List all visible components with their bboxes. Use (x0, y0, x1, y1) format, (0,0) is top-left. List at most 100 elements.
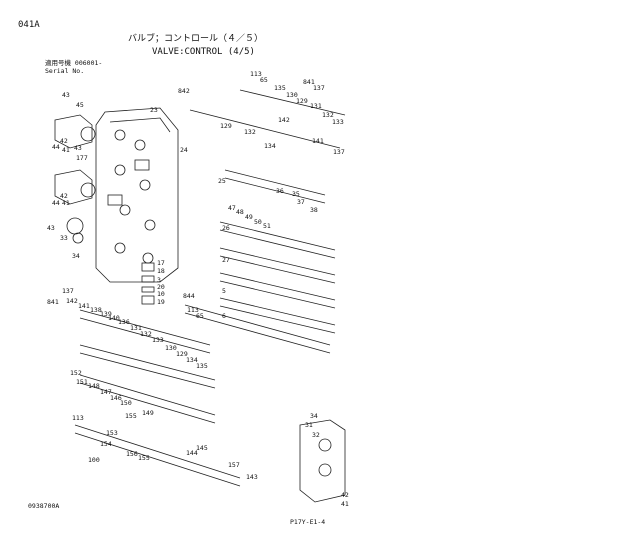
part-label: 65 (260, 76, 268, 84)
part-label: 155 (125, 412, 137, 420)
part-label: 156 (126, 450, 138, 458)
part-label: 129 (220, 122, 232, 130)
part-label: 141 (78, 302, 90, 310)
part-label: 44 (52, 199, 60, 207)
part-label: 130 (286, 91, 298, 99)
part-label: 131 (310, 102, 322, 110)
part-label: 155 (138, 454, 150, 462)
part-number-labels: 43 45 42 44 41 43 177 42 44 41 43 33 34 … (47, 70, 349, 508)
drawing-id: 0938700A (28, 502, 60, 510)
part-label: 34 (72, 252, 80, 260)
part-label: 44 (52, 143, 60, 151)
title-english: VALVE:CONTROL (4/5) (152, 47, 255, 57)
part-label: 144 (186, 449, 198, 457)
part-label: 147 (100, 388, 112, 396)
part-label: 32 (312, 431, 320, 439)
part-label: 6 (222, 312, 226, 320)
part-label: 129 (176, 350, 188, 358)
part-label: 41 (62, 199, 70, 207)
part-label: 45 (76, 101, 84, 109)
part-label: 154 (100, 440, 112, 448)
part-label: 136 (118, 318, 130, 326)
part-label: 150 (120, 399, 132, 407)
part-label: 42 (60, 137, 68, 145)
part-label: 65 (196, 312, 204, 320)
part-label: 33 (60, 234, 68, 242)
part-label: 132 (322, 111, 334, 119)
part-label: 18 (157, 267, 165, 275)
part-label: 36 (276, 187, 284, 195)
part-label: 130 (165, 344, 177, 352)
part-label: 5 (222, 287, 226, 295)
part-label: 35 (292, 190, 300, 198)
part-label: 50 (254, 218, 262, 226)
part-label: 17 (157, 259, 165, 267)
part-label: 37 (297, 198, 305, 206)
valve-body-drawing (95, 107, 179, 283)
lower-spool-drawings (74, 304, 331, 487)
part-label: 3 (157, 276, 161, 284)
part-label: 34 (310, 412, 318, 420)
center-spool-drawings (141, 262, 155, 305)
part-label: 132 (244, 128, 256, 136)
part-label: 25 (218, 177, 226, 185)
part-label: 149 (142, 409, 154, 417)
page-reference: P17Y-E1-4 (290, 518, 326, 526)
part-label: 113 (250, 70, 262, 78)
part-label: 137 (333, 148, 345, 156)
part-label: 141 (312, 137, 324, 145)
part-label: 42 (341, 491, 349, 499)
part-label: 137 (313, 84, 325, 92)
part-label: 134 (264, 142, 276, 150)
part-label: 49 (245, 213, 253, 221)
part-label: 132 (140, 330, 152, 338)
part-label: 113 (72, 414, 84, 422)
serial-label-japanese: 適用号機 006001- (45, 59, 103, 67)
part-label: 41 (62, 146, 70, 154)
part-label: 145 (196, 444, 208, 452)
part-label: 148 (88, 382, 100, 390)
part-label: 842 (178, 87, 190, 95)
part-label: 139 (100, 310, 112, 318)
part-label: 51 (263, 222, 271, 230)
lower-right-block-drawing (299, 419, 346, 503)
part-label: 140 (108, 314, 120, 322)
part-label: 135 (196, 362, 208, 370)
part-label: 20 (157, 283, 165, 291)
part-label: 113 (187, 306, 199, 314)
part-label: 133 (332, 118, 344, 126)
upper-right-spool-drawings (189, 89, 346, 334)
part-label: 26 (222, 224, 230, 232)
part-label: 146 (110, 394, 122, 402)
serial-label-english: Serial No. (45, 67, 85, 75)
part-label: 134 (186, 356, 198, 364)
part-label: 10 (157, 290, 165, 298)
part-label: 844 (183, 292, 195, 300)
part-label: 129 (296, 97, 308, 105)
part-label: 23 (150, 106, 158, 114)
part-label: 143 (246, 473, 258, 481)
part-label: 43 (47, 224, 55, 232)
part-label: 841 (47, 298, 59, 306)
part-label: 131 (130, 324, 142, 332)
part-label: 38 (310, 206, 318, 214)
part-label: 43 (74, 144, 82, 152)
part-label: 135 (274, 84, 286, 92)
part-label: 27 (222, 256, 230, 264)
part-label: 133 (152, 336, 164, 344)
part-label: 100 (88, 456, 100, 464)
title-japanese: バルブ；コントロール（４／５） (128, 34, 264, 44)
part-label: 138 (90, 306, 102, 314)
part-label: 841 (303, 78, 315, 86)
part-label: 43 (62, 91, 70, 99)
part-label: 24 (180, 146, 188, 154)
part-label: 142 (278, 116, 290, 124)
part-label: 152 (70, 369, 82, 377)
part-label: 31 (305, 421, 313, 429)
part-label: 47 (228, 204, 236, 212)
diagram-code: 041A (18, 20, 40, 30)
part-label: 19 (157, 298, 165, 306)
part-label: 151 (76, 378, 88, 386)
part-label: 42 (60, 192, 68, 200)
